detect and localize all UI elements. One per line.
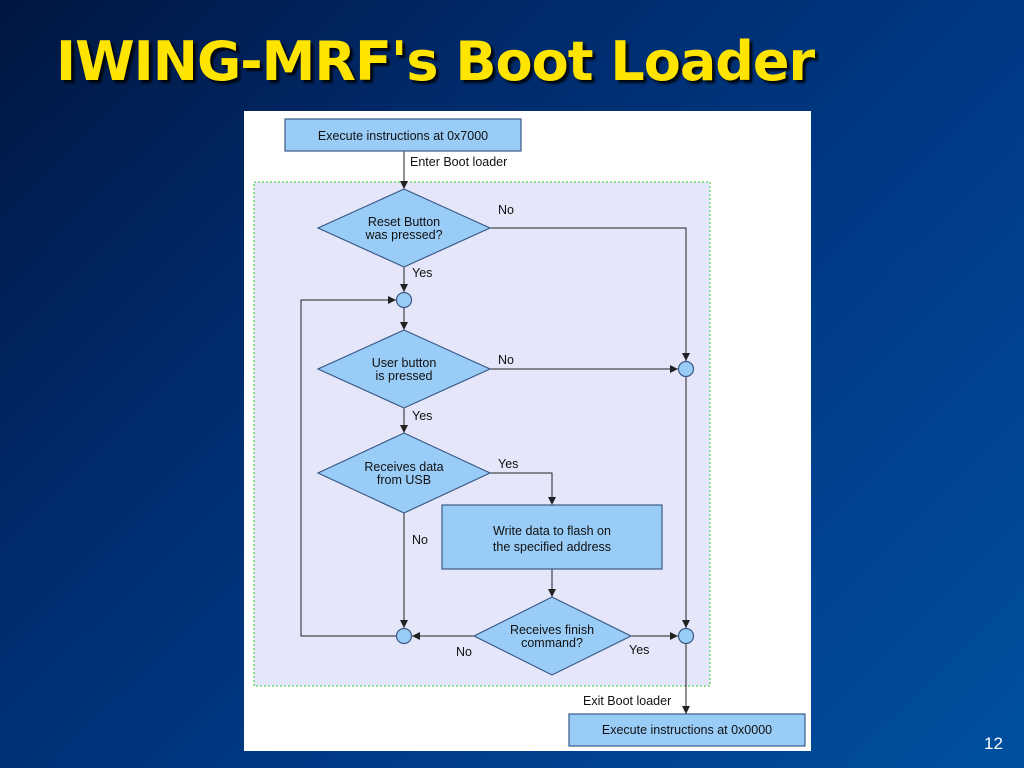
- reset-decision-line2: was pressed?: [364, 228, 442, 242]
- user-decision-line1: User button: [372, 356, 437, 370]
- write-box-line2: the specified address: [493, 540, 611, 554]
- exit-merge-node-upper: [677, 360, 695, 378]
- finish-decision-line1: Receives finish: [510, 623, 594, 637]
- flowchart-panel: Execute instructions at 0x7000 Enter Boo…: [244, 111, 811, 751]
- loop-return-node: [395, 627, 413, 645]
- usb-decision-line2: from USB: [377, 473, 431, 487]
- loop-junction-node: [395, 291, 413, 309]
- slide-number: 12: [984, 734, 1003, 753]
- write-box-line1: Write data to flash on: [493, 524, 611, 538]
- usb-no-label: No: [412, 533, 428, 547]
- finish-no-label: No: [456, 645, 472, 659]
- user-no-label: No: [498, 353, 514, 367]
- reset-button-decision: Reset Button was pressed?: [316, 188, 492, 268]
- user-button-decision: User button is pressed: [316, 329, 492, 409]
- slide-title: IWING-MRF's Boot Loader: [56, 30, 815, 93]
- start-box-label: Execute instructions at 0x7000: [318, 129, 488, 143]
- usb-data-decision: Receives data from USB: [316, 432, 492, 514]
- connectors: [300, 151, 690, 714]
- exit-boot-loader-label: Exit Boot loader: [583, 694, 671, 708]
- user-yes-label: Yes: [412, 409, 432, 423]
- reset-no-label: No: [498, 203, 514, 217]
- end-box: Execute instructions at 0x0000: [568, 713, 806, 747]
- finish-decision-line2: command?: [521, 636, 583, 650]
- usb-yes-label: Yes: [498, 457, 518, 471]
- finish-command-decision: Receives finish command?: [472, 596, 633, 676]
- finish-yes-label: Yes: [629, 643, 649, 657]
- exit-merge-node-lower: [677, 627, 695, 645]
- end-box-label: Execute instructions at 0x0000: [602, 723, 772, 737]
- user-decision-line2: is pressed: [376, 369, 433, 383]
- write-flash-box: Write data to flash on the specified add…: [441, 504, 663, 570]
- reset-yes-label: Yes: [412, 266, 432, 280]
- start-box: Execute instructions at 0x7000: [284, 118, 522, 152]
- usb-decision-line1: Receives data: [364, 460, 443, 474]
- flowchart: Execute instructions at 0x7000 Enter Boo…: [253, 118, 806, 747]
- boot-loader-region: [253, 181, 711, 687]
- reset-decision-line1: Reset Button: [368, 215, 440, 229]
- enter-boot-loader-label: Enter Boot loader: [410, 155, 507, 169]
